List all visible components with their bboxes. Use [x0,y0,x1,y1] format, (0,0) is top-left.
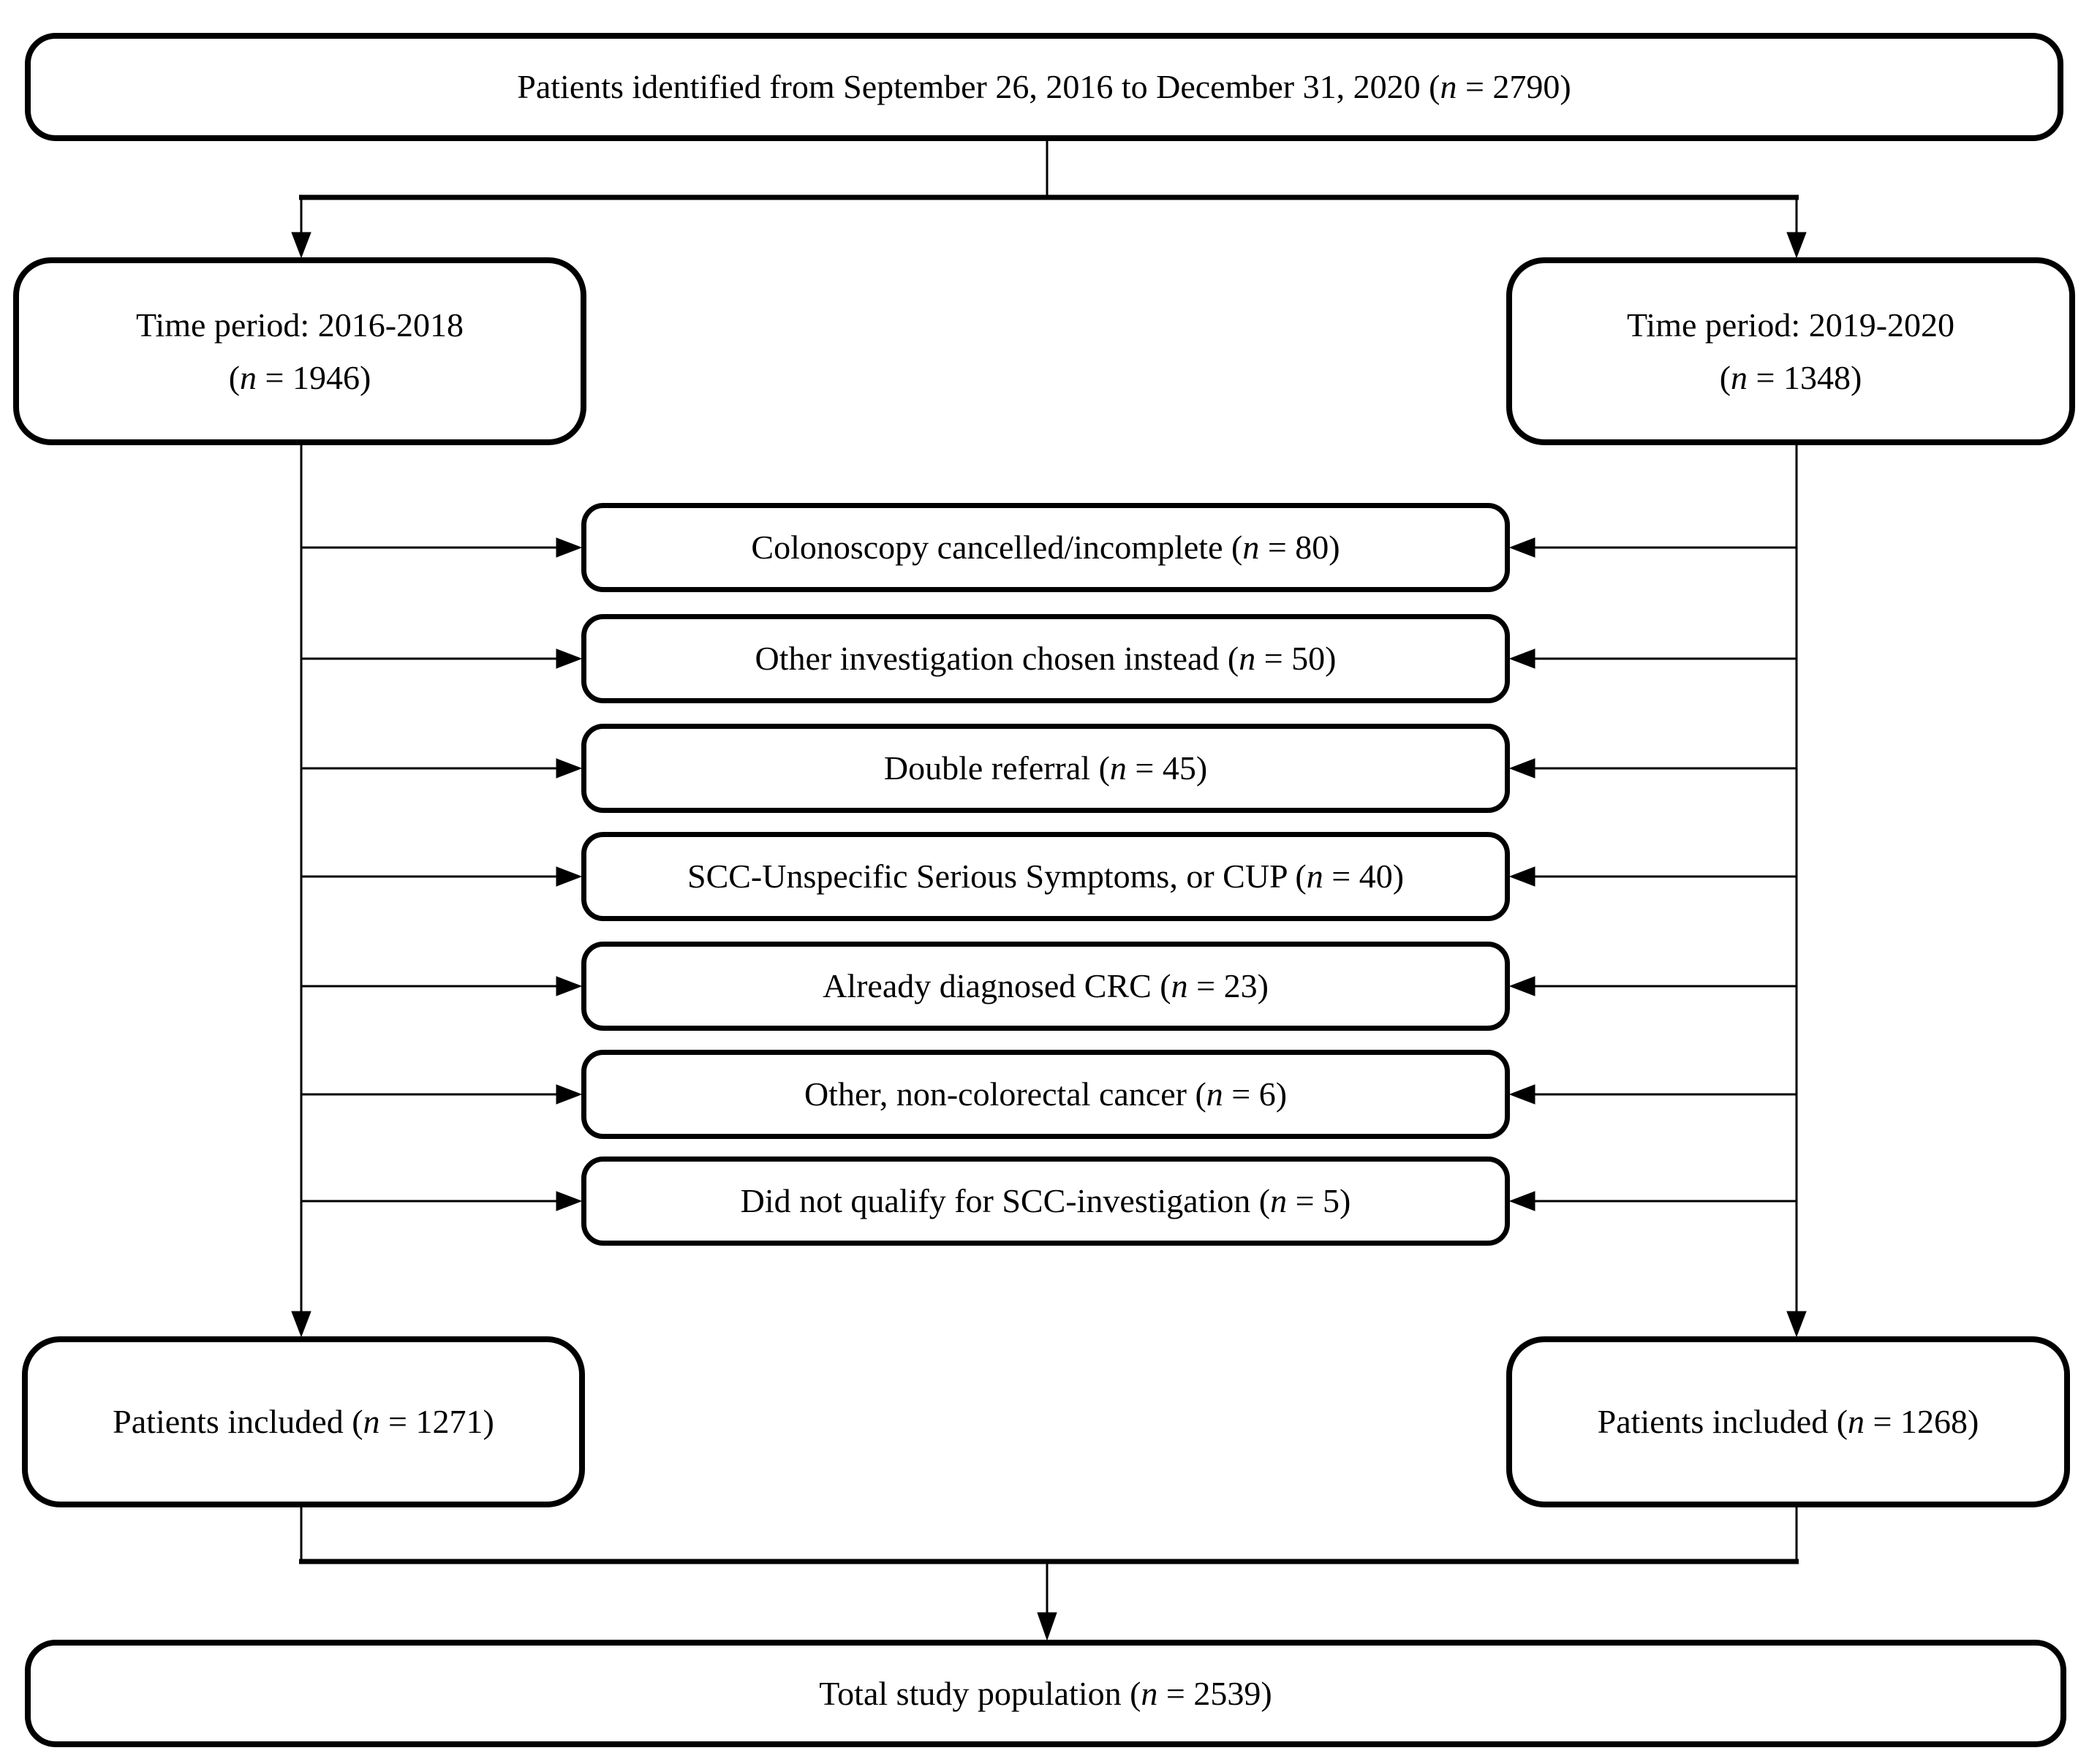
exclusion-label: Did not qualify for SCC-investigation (n… [719,1175,1373,1227]
label-n: n [1109,749,1127,787]
time-period-right-count: (n = 1348) [1720,352,1862,404]
arrow-down-right-included [1786,1311,1807,1338]
arrow-right-exclusion-5 [556,976,583,996]
label-post: = 23) [1187,967,1269,1005]
arrow-right-exclusion-7 [556,1191,583,1211]
label-post: = 1946) [257,358,371,396]
total-population-label: Total study population (n = 2539) [797,1668,1293,1719]
arrow-down-left-branch [291,232,311,259]
time-period-left-title: Time period: 2016-2018 [135,306,464,344]
time-period-right-title: Time period: 2019-2020 [1626,306,1955,344]
label-pre: ( [228,358,241,396]
arrow-left-exclusion-3 [1508,758,1535,779]
label-post: = 50) [1255,640,1337,678]
left-column-connector [291,445,583,1338]
label-pre: ( [1719,358,1731,396]
label-post: = 6) [1223,1075,1288,1113]
patients-included-left-label: Patients included (n = 1271) [91,1396,516,1447]
patients-identified-label: Patients identified from September 26, 2… [495,61,1593,113]
box-patients-included-2016-2018: Patients included (n = 1271) [22,1336,585,1507]
bottom-merge-connector [299,1507,1799,1641]
arrow-left-exclusion-6 [1508,1084,1535,1105]
exclusion-label: Double referral (n = 45) [862,742,1229,794]
label-post: = 2790) [1457,68,1571,106]
label-pre: Colonoscopy cancelled/incomplete ( [751,529,1243,567]
arrow-down-total [1037,1612,1057,1641]
label-post: = 1268) [1865,1403,1979,1441]
label-pre: Did not qualify for SCC-investigation ( [740,1182,1271,1220]
arrow-right-exclusion-6 [556,1084,583,1105]
box-time-period-2016-2018: Time period: 2016-2018 (n = 1946) [13,257,586,445]
exclusion-label: Colonoscopy cancelled/incomplete (n = 80… [729,521,1361,573]
arrow-down-right-branch [1786,232,1807,259]
label-n: n [240,358,257,396]
label-n: n [1848,1403,1865,1441]
label-post: = 80) [1259,529,1340,567]
box-patients-identified: Patients identified from September 26, 2… [25,33,2063,141]
label-n: n [1141,1674,1158,1712]
label-pre: Patients included ( [1597,1403,1848,1441]
label-post: = 1271) [379,1403,494,1441]
arrow-left-exclusion-4 [1508,866,1535,887]
arrow-right-exclusion-3 [556,758,583,779]
box-time-period-2019-2020: Time period: 2019-2020 (n = 1348) [1506,257,2075,445]
label-post: = 45) [1126,749,1208,787]
exclusion-label: Other, non-colorectal cancer (n = 6) [782,1068,1309,1120]
label-pre: Other investigation chosen instead ( [755,640,1239,678]
label-n: n [363,1403,380,1441]
box-exclusion-colonoscopy-cancelled: Colonoscopy cancelled/incomplete (n = 80… [581,503,1510,592]
label-pre: Total study population ( [819,1674,1141,1712]
label-n: n [1731,358,1748,396]
patients-included-right-label: Patients included (n = 1268) [1576,1396,2001,1447]
arrow-down-left-included [291,1311,311,1338]
label-n: n [1239,640,1256,678]
label-n: n [1306,858,1323,896]
box-exclusion-non-colorectal-cancer: Other, non-colorectal cancer (n = 6) [581,1050,1510,1139]
label-n: n [1440,68,1457,106]
right-column-connector [1508,445,1807,1338]
label-pre: Already diagnosed CRC ( [823,967,1171,1005]
label-n: n [1270,1182,1288,1220]
arrow-left-exclusion-2 [1508,648,1535,669]
arrow-right-exclusion-1 [556,537,583,558]
exclusion-label: Already diagnosed CRC (n = 23) [801,960,1291,1012]
arrow-left-exclusion-1 [1508,537,1535,558]
box-exclusion-already-diagnosed-crc: Already diagnosed CRC (n = 23) [581,942,1510,1031]
label-pre: Double referral ( [883,749,1110,787]
top-split-connector [291,141,1807,259]
box-total-study-population: Total study population (n = 2539) [25,1640,2066,1747]
arrow-left-exclusion-7 [1508,1191,1535,1211]
label-pre: Patients included ( [113,1403,363,1441]
label-post: = 1348) [1748,358,1862,396]
label-pre: SCC-Unspecific Serious Symptoms, or CUP … [687,858,1307,896]
label-pre: Patients identified from September 26, 2… [517,68,1440,106]
label-post: = 40) [1323,858,1405,896]
box-patients-included-2019-2020: Patients included (n = 1268) [1506,1336,2070,1507]
box-exclusion-double-referral: Double referral (n = 45) [581,724,1510,813]
box-exclusion-other-investigation: Other investigation chosen instead (n = … [581,614,1510,703]
label-pre: Other, non-colorectal cancer ( [804,1075,1206,1113]
time-period-left-count: (n = 1946) [229,352,371,404]
box-exclusion-scc-unspecific-cup: SCC-Unspecific Serious Symptoms, or CUP … [581,832,1510,921]
arrow-left-exclusion-5 [1508,976,1535,996]
label-n: n [1171,967,1188,1005]
arrow-right-exclusion-4 [556,866,583,887]
label-n: n [1206,1075,1223,1113]
box-exclusion-did-not-qualify: Did not qualify for SCC-investigation (n… [581,1157,1510,1246]
exclusion-label: SCC-Unspecific Serious Symptoms, or CUP … [665,850,1426,902]
label-n: n [1242,529,1260,567]
label-post: = 5) [1287,1182,1351,1220]
label-post: = 2539) [1157,1674,1272,1712]
arrow-right-exclusion-2 [556,648,583,669]
exclusion-label: Other investigation chosen instead (n = … [733,632,1359,684]
